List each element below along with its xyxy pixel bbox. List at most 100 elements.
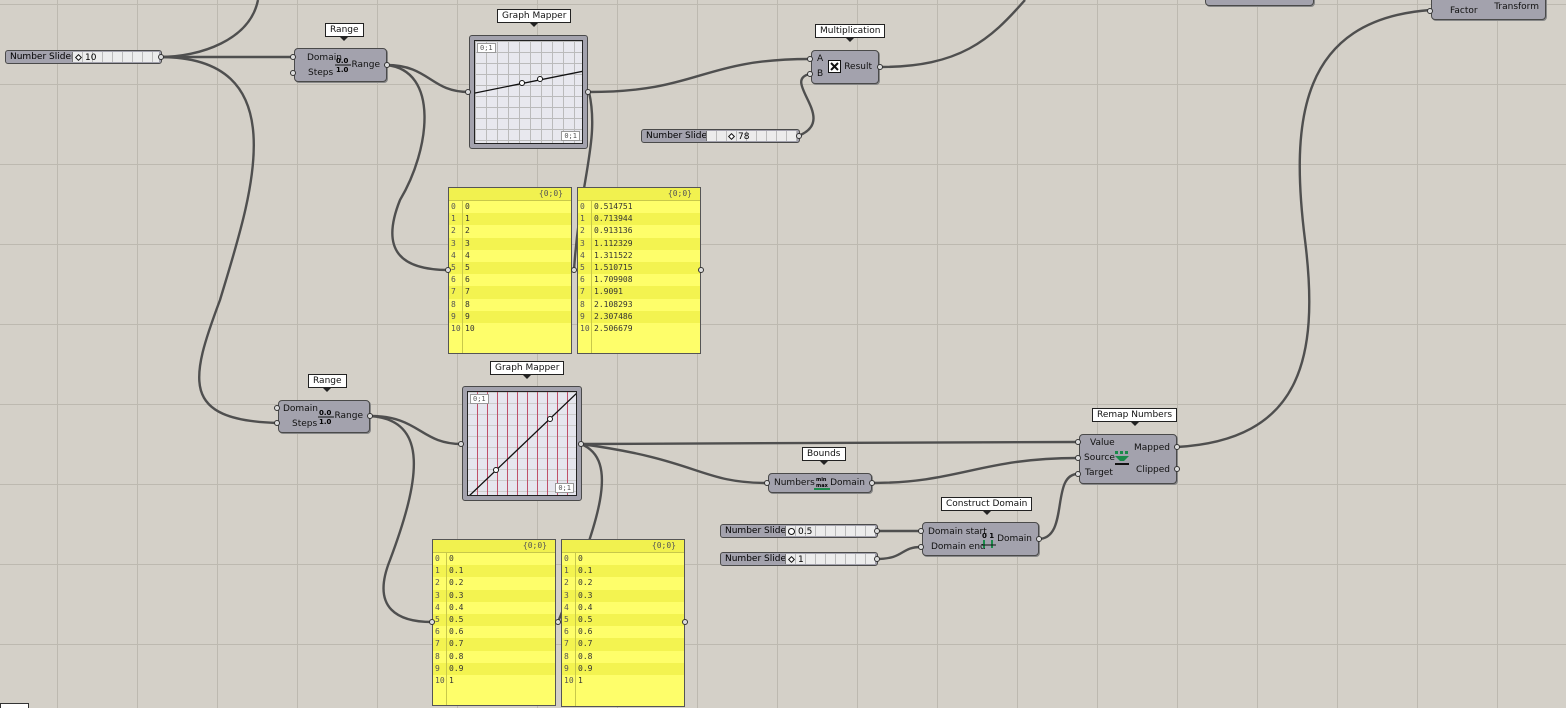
input-port[interactable] [274, 420, 280, 426]
number-slider-domain-end[interactable]: Number Slider 1 [720, 552, 878, 566]
input-port[interactable] [445, 267, 451, 273]
output-port[interactable] [698, 267, 704, 273]
slider-track[interactable]: 0.5 [785, 526, 875, 537]
output-port[interactable] [869, 480, 875, 486]
output-port[interactable] [877, 64, 883, 70]
range-tag: Range [325, 23, 364, 41]
scale-component[interactable]: Factor Transform [1431, 0, 1546, 20]
slider-knob-icon[interactable] [727, 132, 736, 141]
panel-row-index: 0 [435, 554, 440, 563]
graph-mapper-linear[interactable]: 0;1 0;1 [469, 35, 588, 149]
input-port[interactable] [465, 89, 471, 95]
multiplication-component[interactable]: A B Result [811, 50, 879, 84]
panel-row-index: 8 [435, 651, 440, 661]
wire [159, 0, 260, 59]
panel-row-index: 10 [435, 675, 445, 685]
numbers-input-label: Numbers [774, 478, 815, 488]
input-port[interactable] [290, 54, 296, 60]
input-port[interactable] [290, 70, 296, 76]
output-port[interactable] [874, 528, 880, 534]
slider-knob-icon[interactable] [788, 528, 795, 535]
remap-numbers-component[interactable]: Value Source Target Mapped Clipped [1079, 434, 1177, 484]
output-port[interactable] [578, 441, 584, 447]
number-slider-steps[interactable]: Number Slider 10 [5, 50, 162, 64]
graph-plot[interactable]: 0;1 0;1 [474, 40, 583, 144]
output-port[interactable] [682, 619, 688, 625]
canvas-corner-widget[interactable] [0, 703, 29, 708]
input-port[interactable] [429, 619, 435, 625]
number-slider-multiplier[interactable]: Number Slider 78 [641, 129, 800, 143]
input-port[interactable] [458, 441, 464, 447]
range-output-label: Range [334, 411, 363, 421]
panel-row-value: 2.307486 [594, 311, 633, 321]
slider-track[interactable]: 1 [785, 554, 875, 565]
slider-knob-icon[interactable] [74, 53, 83, 62]
panel-row-value: 0.913136 [594, 226, 633, 236]
graph-mapper-diagonal[interactable]: 0;1 0;1 [462, 386, 582, 501]
mapped-output-label: Mapped [1134, 443, 1170, 453]
panel-row-value: 0.1 [578, 566, 593, 576]
wire [797, 72, 815, 138]
input-port[interactable] [764, 480, 770, 486]
input-port[interactable] [807, 71, 813, 77]
input-port[interactable] [274, 405, 280, 411]
output-port[interactable] [384, 62, 390, 68]
output-port[interactable] [1174, 466, 1180, 472]
input-port[interactable] [555, 619, 561, 625]
panel-row-index: 3 [435, 590, 440, 600]
input-port[interactable] [918, 528, 924, 534]
output-port[interactable] [796, 133, 802, 139]
panel-path-header: {0;0} [449, 188, 571, 201]
slider-track[interactable]: 10 [72, 52, 159, 63]
input-port[interactable] [918, 544, 924, 550]
output-port[interactable] [1174, 444, 1180, 450]
panel-row-value: 0 [465, 202, 470, 211]
output-port[interactable] [874, 556, 880, 562]
panel-row-index: 4 [435, 602, 440, 612]
panel-row-index: 1 [580, 214, 585, 224]
input-port[interactable] [1427, 8, 1433, 14]
slider-track[interactable]: 78 [706, 131, 797, 142]
input-port[interactable] [571, 267, 577, 273]
svg-text:max: max [816, 483, 829, 489]
output-port[interactable] [1036, 536, 1042, 542]
number-slider-domain-start[interactable]: Number Slider 0.5 [720, 524, 878, 538]
construct-domain-component[interactable]: Domain start Domain end 0 1 Domain [922, 522, 1039, 556]
construct-domain-icon: 0 1 [982, 532, 996, 548]
graph-plot[interactable]: 0;1 0;1 [467, 391, 577, 496]
panel-row-index: 6 [580, 275, 585, 285]
partial-node-top[interactable] [1205, 0, 1314, 6]
panel-row-value: 0.3 [449, 590, 464, 600]
input-port[interactable] [1075, 455, 1081, 461]
panel-row-value: 7 [465, 287, 470, 297]
slider-value: 10 [85, 53, 97, 63]
input-port[interactable] [807, 56, 813, 62]
output-port[interactable] [585, 89, 591, 95]
graph-mapper-tag: Graph Mapper [497, 9, 572, 27]
slider-name: Number Slider [725, 554, 790, 564]
panel-row-value: 1.9091 [594, 287, 623, 297]
wire [875, 545, 922, 561]
slider-knob-icon[interactable] [787, 555, 796, 564]
input-port[interactable] [1075, 439, 1081, 445]
output-port[interactable] [367, 413, 373, 419]
input-port[interactable] [1075, 471, 1081, 477]
output-port[interactable] [158, 54, 164, 60]
slider-name: Number Slider [10, 52, 75, 62]
